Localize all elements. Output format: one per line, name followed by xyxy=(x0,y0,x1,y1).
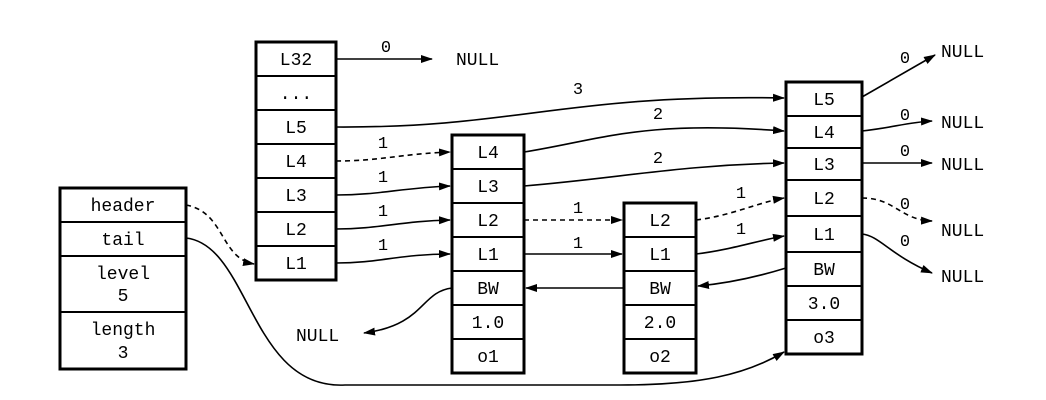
null-labels: NULL NULL NULL NULL NULL NULL NULL xyxy=(296,43,984,347)
node1-level-label: L4 xyxy=(477,144,499,164)
node2-score-value: 2.0 xyxy=(644,314,676,334)
header-level-label: ... xyxy=(280,85,312,105)
node1-score-value: 1.0 xyxy=(472,314,504,334)
span-label: 0 xyxy=(381,39,391,58)
span-label: 1 xyxy=(378,135,388,154)
node-3: L5 L4 L3 L2 L1 BW 3.0 o3 xyxy=(784,80,864,356)
node3-score-value: 3.0 xyxy=(808,295,840,315)
node1-backward-arrow xyxy=(363,287,453,336)
header-pointer-arrow xyxy=(185,204,255,267)
null-label: NULL xyxy=(456,51,499,71)
span-label: 0 xyxy=(900,233,910,252)
header-level-l3 xyxy=(255,177,337,213)
span-label: 0 xyxy=(900,196,910,215)
node1-backward-label: BW xyxy=(477,280,499,300)
null-label: NULL xyxy=(296,327,339,347)
span-label: 1 xyxy=(573,235,583,254)
node2-obj-value: o2 xyxy=(649,348,671,368)
span-label: 2 xyxy=(653,150,663,169)
header-l4-arrow xyxy=(335,148,451,162)
node3-obj-value: o3 xyxy=(813,329,835,349)
node3-backward-label: BW xyxy=(813,261,835,281)
node3-level-l1 xyxy=(785,215,863,253)
struct-level-label: level xyxy=(96,265,150,285)
node3-level-label: L2 xyxy=(813,190,835,210)
node3-backward-arrow xyxy=(697,267,787,289)
node3-l4-arrow xyxy=(861,117,933,132)
header-level-label: L3 xyxy=(285,187,307,207)
node1-level-label: L1 xyxy=(477,246,499,266)
header-level-label: L2 xyxy=(285,221,307,241)
node1-obj xyxy=(451,338,525,374)
pointer-arrows xyxy=(185,54,936,386)
node3-level-label: L4 xyxy=(813,124,835,144)
header-node: L32 ... L5 L4 L3 L2 L1 xyxy=(254,40,338,282)
node2-l2-arrow xyxy=(695,195,785,221)
span-label: 3 xyxy=(573,81,583,100)
node1-l4-arrow xyxy=(523,126,785,153)
span-labels: 0 3 1 1 1 1 2 2 1 1 1 1 0 0 0 0 0 xyxy=(378,39,910,256)
null-label: NULL xyxy=(941,156,984,176)
node2-level-label: L2 xyxy=(649,212,671,232)
node3-l5-arrow xyxy=(861,54,936,98)
span-label: 1 xyxy=(736,185,746,204)
node3-l1-arrow xyxy=(861,233,933,274)
node1-level-label: L2 xyxy=(477,212,499,232)
struct-length-value: 3 xyxy=(118,344,129,364)
node1-level-label: L3 xyxy=(477,178,499,198)
zskiplist-struct: header tail level 5 length 3 xyxy=(58,186,188,371)
span-label: 1 xyxy=(736,221,746,240)
span-label: 0 xyxy=(900,143,910,162)
header-level-label: L4 xyxy=(285,153,307,173)
null-label: NULL xyxy=(941,43,984,63)
header-l5-arrow xyxy=(335,93,785,128)
struct-tail-label: tail xyxy=(101,231,144,251)
null-label: NULL xyxy=(941,114,984,134)
struct-header-label: header xyxy=(91,197,156,217)
header-level-label: L1 xyxy=(285,255,307,275)
header-level-l1 xyxy=(255,245,337,281)
struct-level-value: 5 xyxy=(118,287,129,307)
node1-obj-value: o1 xyxy=(477,348,499,368)
node2-l1-arrow xyxy=(695,233,785,255)
span-label: 1 xyxy=(378,203,388,222)
header-l2-arrow xyxy=(335,216,451,230)
span-label: 0 xyxy=(900,50,910,69)
struct-length-label: length xyxy=(91,321,156,341)
node1-score xyxy=(451,304,525,340)
node1-level-l1 xyxy=(451,236,525,272)
null-label: NULL xyxy=(941,222,984,242)
span-label: 0 xyxy=(900,107,910,126)
span-label: 2 xyxy=(653,106,663,125)
span-label: 1 xyxy=(378,169,388,188)
node3-level-label: L5 xyxy=(813,91,835,111)
node3-level-label: L1 xyxy=(813,226,835,246)
node2-level-label: L1 xyxy=(649,246,671,266)
node-1: L4 L3 L2 L1 BW 1.0 o1 xyxy=(450,133,526,375)
node3-level-label: L3 xyxy=(813,156,835,176)
header-l1-arrow xyxy=(335,250,451,264)
header-level-label: L32 xyxy=(280,51,312,71)
header-l3-arrow xyxy=(335,182,451,196)
node2-level-l2 xyxy=(623,202,697,238)
header-level-label: L5 xyxy=(285,119,307,139)
tail-pointer-arrow xyxy=(185,237,785,386)
node3-l2-arrow xyxy=(861,197,933,225)
node-2: L2 L1 BW 2.0 o2 xyxy=(622,201,698,375)
node2-backward-label: BW xyxy=(649,280,671,300)
node1-l3-arrow xyxy=(523,159,785,187)
span-label: 1 xyxy=(378,237,388,256)
null-label: NULL xyxy=(941,268,984,288)
span-label: 1 xyxy=(573,200,583,219)
